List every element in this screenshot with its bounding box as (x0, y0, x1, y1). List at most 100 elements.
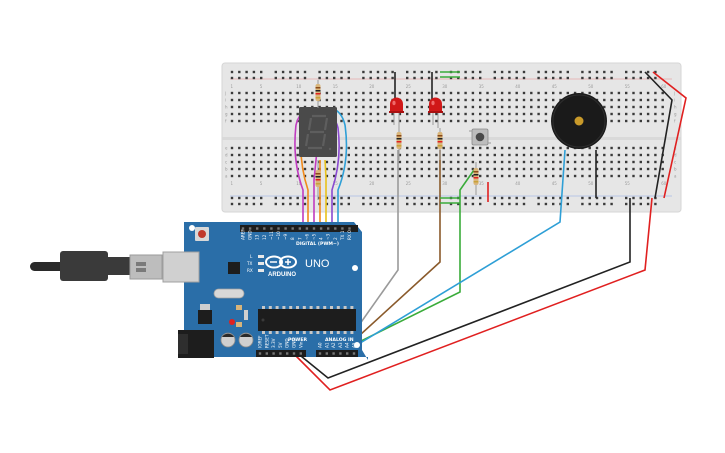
breadboard-hole[interactable] (654, 76, 657, 80)
breadboard-hole[interactable] (530, 91, 533, 95)
breadboard-hole[interactable] (457, 167, 460, 171)
breadboard-hole[interactable] (384, 196, 387, 200)
breadboard-hole[interactable] (252, 112, 256, 116)
breadboard-hole[interactable] (289, 174, 292, 178)
breadboard-hole[interactable] (654, 146, 657, 150)
header-pin[interactable] (284, 227, 287, 230)
breadboard-hole[interactable] (406, 146, 409, 150)
breadboard-hole[interactable] (354, 119, 358, 123)
breadboard-hole[interactable] (435, 91, 438, 95)
breadboard-hole[interactable] (559, 174, 562, 178)
breadboard-hole[interactable] (406, 76, 409, 80)
breadboard-hole[interactable] (544, 202, 548, 206)
breadboard-hole[interactable] (252, 70, 256, 74)
wire-black-rail[interactable] (644, 71, 673, 199)
breadboard-hole[interactable] (420, 105, 423, 109)
breadboard-hole[interactable] (639, 70, 642, 74)
breadboard-hole[interactable] (340, 70, 343, 74)
header-pin[interactable] (312, 227, 316, 230)
breadboard-hole[interactable] (252, 98, 256, 102)
breadboard-hole[interactable] (654, 91, 657, 95)
breadboard-hole[interactable] (603, 98, 606, 102)
breadboard-hole[interactable] (508, 160, 511, 164)
breadboard-hole[interactable] (471, 174, 475, 178)
breadboard-hole[interactable] (639, 112, 642, 116)
breadboard-hole[interactable] (296, 174, 299, 178)
breadboard-hole[interactable] (238, 174, 241, 178)
breadboard-hole[interactable] (530, 167, 533, 171)
header-pin[interactable] (277, 227, 280, 230)
breadboard-hole[interactable] (537, 146, 540, 150)
breadboard-hole[interactable] (435, 196, 438, 200)
breadboard-hole[interactable] (245, 76, 248, 80)
breadboard-hole[interactable] (296, 196, 299, 200)
breadboard-hole[interactable] (281, 70, 285, 74)
breadboard-hole[interactable] (661, 167, 664, 171)
breadboard-hole[interactable] (625, 160, 628, 164)
breadboard-hole[interactable] (325, 167, 329, 171)
breadboard-hole[interactable] (340, 91, 343, 95)
breadboard-hole[interactable] (464, 153, 467, 157)
breadboard-hole[interactable] (595, 196, 599, 200)
breadboard-hole[interactable] (347, 112, 350, 116)
resistor-button[interactable] (473, 162, 479, 195)
breadboard-hole[interactable] (449, 91, 453, 95)
breadboard-hole[interactable] (654, 160, 657, 164)
breadboard-hole[interactable] (632, 98, 635, 102)
breadboard-hole[interactable] (617, 98, 621, 102)
breadboard-hole[interactable] (515, 196, 518, 200)
breadboard-hole[interactable] (347, 98, 350, 102)
breadboard-hole[interactable] (413, 119, 416, 123)
breadboard-hole[interactable] (340, 112, 343, 116)
breadboard-hole[interactable] (471, 146, 475, 150)
breadboard-hole[interactable] (391, 91, 394, 95)
breadboard-hole[interactable] (522, 146, 526, 150)
breadboard-hole[interactable] (435, 76, 438, 80)
breadboard-hole[interactable] (376, 167, 380, 171)
breadboard-hole[interactable] (413, 105, 416, 109)
breadboard-hole[interactable] (267, 112, 270, 116)
breadboard-hole[interactable] (530, 174, 533, 178)
breadboard-hole[interactable] (537, 153, 540, 157)
breadboard-hole[interactable] (391, 196, 394, 200)
breadboard-hole[interactable] (384, 167, 387, 171)
breadboard-hole[interactable] (632, 196, 635, 200)
breadboard-hole[interactable] (588, 91, 591, 95)
breadboard-hole[interactable] (252, 160, 256, 164)
breadboard-hole[interactable] (646, 70, 650, 74)
breadboard-hole[interactable] (522, 105, 526, 109)
breadboard-hole[interactable] (354, 112, 358, 116)
breadboard-hole[interactable] (325, 76, 329, 80)
breadboard-hole[interactable] (581, 91, 584, 95)
breadboard-hole[interactable] (376, 146, 380, 150)
breadboard-hole[interactable] (318, 76, 321, 80)
wire-blue[interactable] (356, 149, 566, 346)
breadboard-hole[interactable] (544, 160, 548, 164)
breadboard-hole[interactable] (303, 174, 307, 178)
breadboard-hole[interactable] (252, 76, 256, 80)
breadboard-hole[interactable] (347, 70, 350, 74)
breadboard-hole[interactable] (654, 105, 657, 109)
breadboard-hole[interactable] (442, 119, 445, 123)
breadboard-hole[interactable] (449, 146, 453, 150)
breadboard-hole[interactable] (457, 160, 460, 164)
breadboard-hole[interactable] (552, 76, 555, 80)
breadboard-hole[interactable] (274, 98, 277, 102)
breadboard-hole[interactable] (238, 167, 241, 171)
piezo-buzzer[interactable] (551, 93, 607, 149)
breadboard-hole[interactable] (457, 76, 460, 80)
breadboard-hole[interactable] (493, 202, 496, 206)
breadboard-hole[interactable] (333, 76, 336, 80)
breadboard-hole[interactable] (471, 196, 475, 200)
breadboard-hole[interactable] (311, 91, 314, 95)
breadboard-hole[interactable] (544, 167, 548, 171)
breadboard-hole[interactable] (632, 174, 635, 178)
breadboard-hole[interactable] (238, 160, 241, 164)
breadboard-hole[interactable] (544, 196, 548, 200)
breadboard-hole[interactable] (588, 196, 591, 200)
breadboard-hole[interactable] (289, 196, 292, 200)
breadboard-hole[interactable] (406, 119, 409, 123)
breadboard-hole[interactable] (406, 174, 409, 178)
breadboard-hole[interactable] (420, 91, 423, 95)
breadboard-hole[interactable] (617, 174, 621, 178)
